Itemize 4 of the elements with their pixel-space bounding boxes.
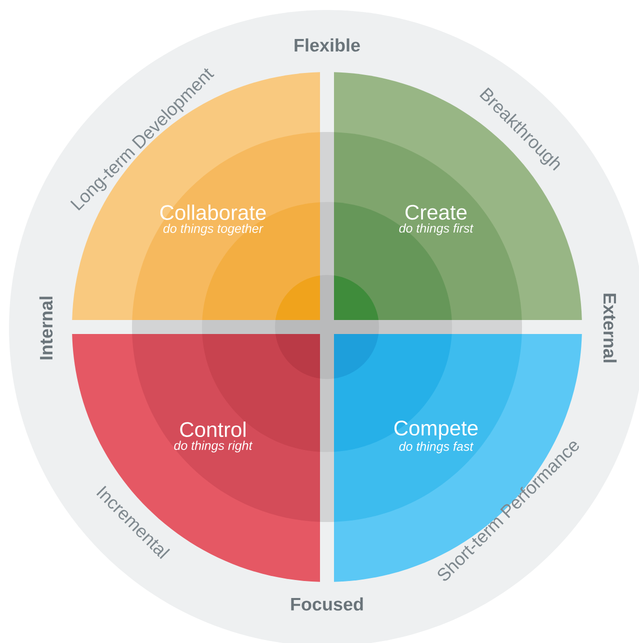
axis-label: Focused [291,597,363,611]
axis-label: Flexible [294,38,360,52]
axis-label: Internal [39,296,53,360]
axis-label: External [603,294,617,362]
